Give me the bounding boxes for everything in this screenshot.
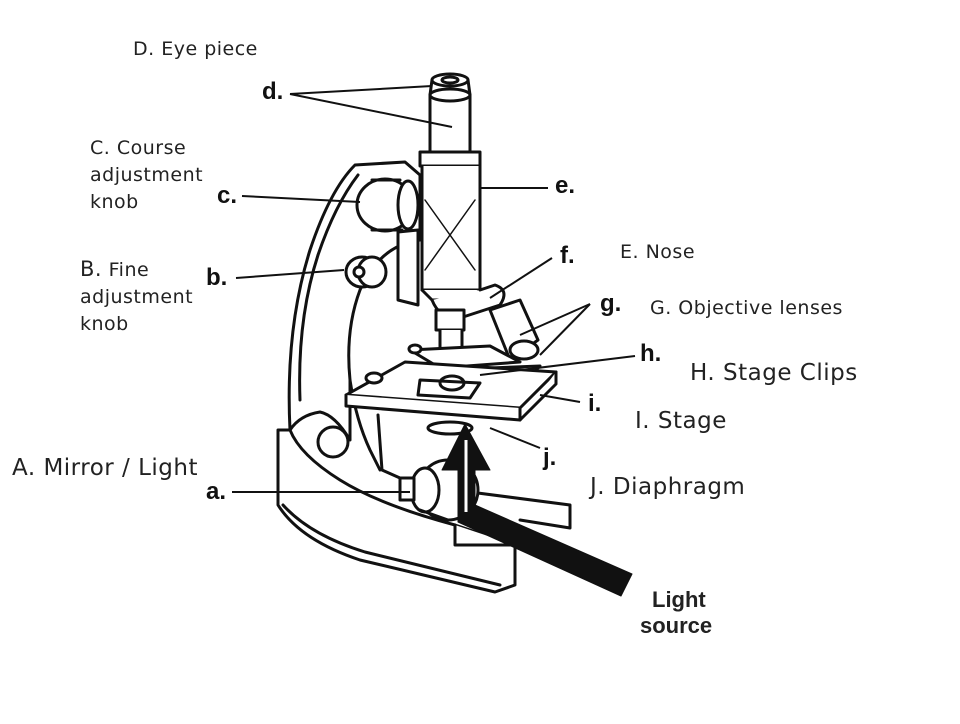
fine-label-letter: B. — [80, 257, 103, 281]
microscope-base — [276, 428, 572, 594]
stage-drawing — [344, 360, 558, 422]
label-letter-g: g. — [600, 290, 622, 317]
label-letter-j: j. — [543, 444, 557, 471]
coarse-label-line2: adjustment — [90, 164, 204, 186]
eye-piece-label: D. Eye piece — [133, 38, 258, 60]
label-letter-c: c. — [217, 182, 238, 209]
fine-label-word: Fine — [102, 259, 150, 281]
label-letter-d: d. — [262, 78, 284, 105]
label-letter-f: f. — [560, 242, 575, 269]
eyepiece-tube — [418, 72, 482, 302]
label-letter-b: b. — [206, 264, 228, 291]
coarse-adjustment-label: C. Course adjustment knob — [90, 135, 203, 216]
fine-adjustment-label: B. Fine adjustment knob — [80, 256, 193, 338]
fine-label-line1: B. Fine — [80, 256, 193, 284]
leader-lines — [232, 85, 636, 493]
coarse-adjustment-knob — [355, 177, 420, 233]
label-letter-h: h. — [640, 340, 662, 367]
nosepiece — [430, 283, 540, 362]
light-source-line2: source — [640, 613, 713, 638]
fine-label-line2: adjustment — [80, 286, 194, 308]
stage-clips-label: H. Stage Clips — [690, 360, 858, 386]
mirror-light-label: A. Mirror / Light — [12, 455, 198, 481]
objective-lenses-label: G. Objective lenses — [650, 297, 843, 319]
diaphragm-label: J. Diaphragm — [590, 474, 746, 500]
fine-adjustment-knob — [344, 255, 388, 289]
nose-label: E. Nose — [620, 241, 696, 263]
coarse-label-line1: C. Course — [90, 137, 187, 159]
label-letter-a: a. — [206, 478, 227, 505]
light-arrow — [441, 423, 633, 597]
coarse-label-line3: knob — [90, 191, 139, 213]
stage-label: I. Stage — [635, 408, 727, 434]
label-letter-i: i. — [588, 390, 602, 417]
fine-label-line3: knob — [80, 313, 129, 335]
light-source-line1: Light — [652, 587, 706, 612]
label-letter-e: e. — [555, 172, 576, 199]
